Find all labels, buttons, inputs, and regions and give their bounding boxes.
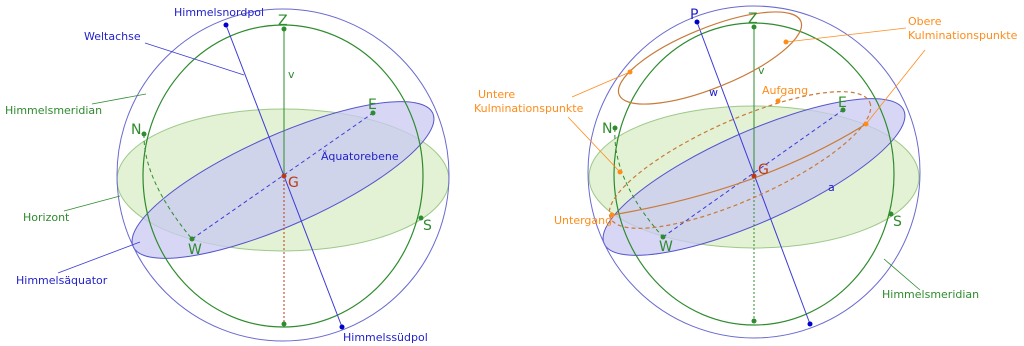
point-west — [189, 236, 195, 242]
label-aequatorebene: Äquatorebene — [321, 150, 399, 163]
point-untere-1 — [627, 69, 633, 75]
label-untere-line1: Untere — [478, 88, 515, 101]
label-weltachse: Weltachse — [84, 30, 141, 43]
world-axis-right — [696, 21, 811, 325]
point-south — [418, 215, 424, 221]
point-south-right — [888, 211, 894, 217]
label-aufgang: Aufgang — [762, 84, 808, 97]
point-north — [141, 131, 147, 137]
label-obere-line2: Kulminationspunkte — [908, 29, 1018, 42]
label-v: v — [288, 68, 295, 81]
label-south-right: S — [893, 214, 902, 230]
daily-circle-middle-visible — [611, 123, 867, 216]
label-west: W — [188, 242, 202, 258]
label-north-right: N — [602, 121, 612, 137]
celestial-meridian-right — [613, 22, 895, 326]
point-nordpol — [223, 22, 229, 28]
point-west-right — [660, 234, 666, 240]
label-horizont: Horizont — [23, 211, 70, 224]
west-east-line — [191, 112, 374, 240]
label-zenith: Z — [278, 13, 288, 29]
celestial-meridian-hidden-part-right — [614, 127, 664, 238]
label-untergang: Untergang — [554, 214, 612, 227]
label-east: E — [368, 97, 377, 113]
point-nadir — [281, 321, 287, 327]
west-east-line-right — [662, 109, 844, 238]
point-obere-2 — [863, 121, 869, 127]
point-zenith — [281, 26, 287, 32]
label-south: S — [423, 218, 432, 234]
label-east-right: E — [838, 95, 847, 111]
celestial-sphere-outline — [116, 8, 450, 342]
leader-obere-2 — [865, 49, 926, 125]
daily-circle-upper — [617, 11, 803, 105]
label-a: a — [828, 181, 835, 194]
point-zenith-right — [751, 24, 757, 30]
leader-untere-2 — [567, 116, 621, 173]
leader-himmelsaequator — [57, 241, 141, 274]
label-north: N — [131, 122, 141, 138]
leader-untere-1 — [571, 71, 631, 98]
left-sphere-figure: Himmelsnordpol Weltachse Himmelsmeridian… — [5, 6, 450, 344]
label-center: G — [288, 175, 299, 191]
point-east — [370, 110, 376, 116]
label-himmelsmeridian-right: Himmelsmeridian — [882, 288, 979, 301]
label-zenith-right: Z — [748, 11, 758, 27]
label-himmelsaequator: Himmelsäquator — [16, 274, 108, 287]
label-center-right: G — [758, 162, 769, 178]
label-untere-line2: Kulminationspunkte — [474, 102, 584, 115]
right-sphere-figure: P Z Obere Kulminationspunkte Untere Kulm… — [474, 5, 1018, 339]
label-himmelssuedpol: Himmelssüdpol — [343, 331, 428, 344]
label-obere-line1: Obere — [908, 15, 942, 28]
label-v-right: v — [758, 64, 765, 77]
point-untergang — [609, 212, 615, 218]
point-pole-right — [694, 19, 700, 25]
leader-himmelsmeridian-right — [883, 258, 921, 291]
label-w: w — [709, 86, 718, 99]
point-obere-1 — [783, 39, 789, 45]
label-pole-right: P — [690, 7, 698, 23]
point-center — [281, 173, 287, 179]
point-nadir-right — [751, 318, 757, 324]
point-untere-2 — [617, 169, 623, 175]
daily-circle-middle — [608, 91, 872, 229]
celestial-sphere-outline-right — [587, 5, 921, 339]
leader-himmelsmeridian — [91, 93, 147, 105]
point-east-right — [840, 107, 846, 113]
leader-horizont — [63, 195, 121, 212]
label-himmelsmeridian: Himmelsmeridian — [5, 104, 102, 117]
point-aufgang — [775, 98, 781, 104]
leader-weltachse — [144, 42, 245, 76]
celestial-meridian — [142, 24, 424, 328]
point-suedpol — [339, 324, 345, 330]
celestial-meridian-hidden-part — [143, 133, 193, 240]
point-north-right — [612, 125, 618, 131]
point-suedpol-right — [807, 321, 813, 327]
leader-obere-1 — [785, 27, 907, 43]
point-center-right — [751, 173, 757, 179]
label-west-right: W — [659, 239, 673, 255]
label-himmelsnordpol: Himmelsnordpol — [174, 6, 264, 19]
